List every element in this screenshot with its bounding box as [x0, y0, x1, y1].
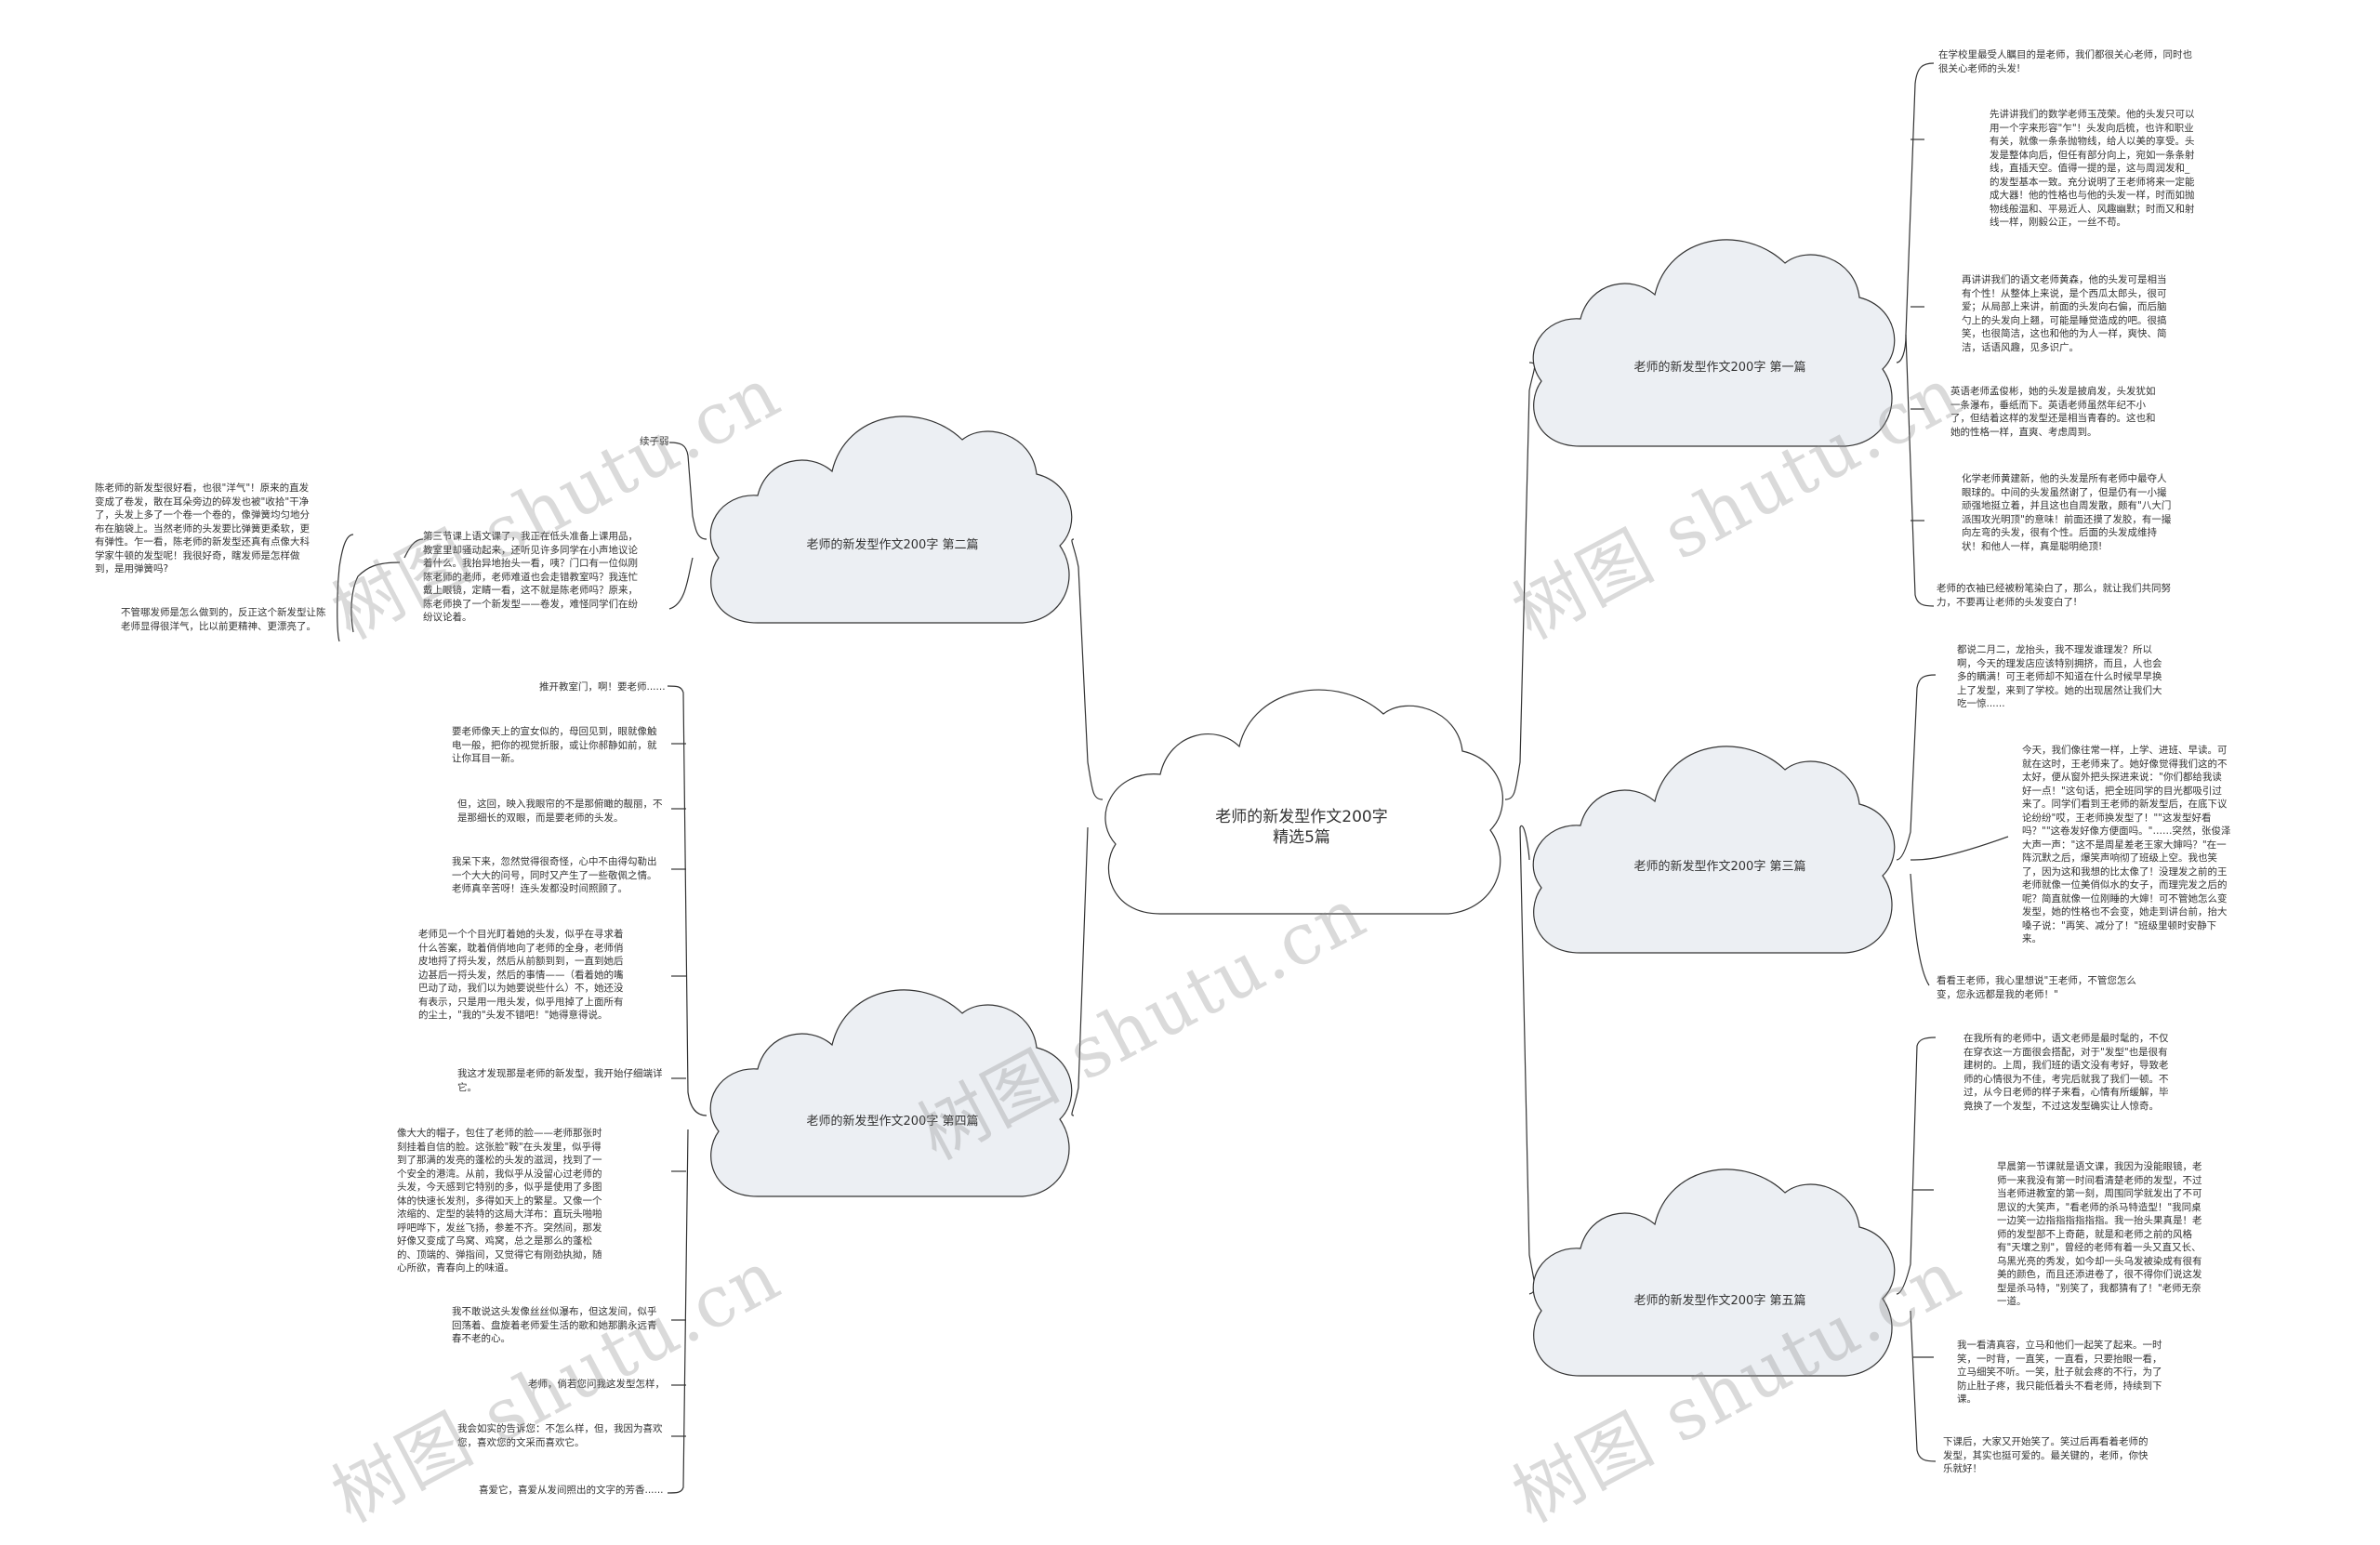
branch-5-topic[interactable]: 老师的新发型作文200字 第五篇 — [1633, 1294, 1806, 1308]
connector-line — [667, 685, 707, 1116]
connector-line — [668, 557, 694, 610]
leaf-b1-4[interactable]: 英语老师孟俊彬，她的头发是披肩发，头发犹如一条瀑布，垂纸而下。英语老师虽然年纪不… — [1950, 386, 2156, 438]
leaf-b1-1[interactable]: 在学校里最受人瞩目的是老师，我们都很关心老师，同时也很关心老师的头发! — [1938, 49, 2192, 74]
connector-line — [1519, 825, 1530, 861]
leaf-b2-2[interactable]: 陈老师的新发型很好看，也很"洋气"！原来的直发变成了卷发，散在耳朵旁边的碎发也被… — [95, 482, 310, 574]
root-title-line1: 老师的新发型作文200字 — [1215, 808, 1388, 826]
leaf-b2-3[interactable]: 不管哪发师是怎么做到的，反正这个新发型让陈老师显得很洋气，比以前更精神、更漂亮了… — [121, 607, 326, 632]
leaf-b3-2[interactable]: 今天，我们像往常一样，上学、进班、早读。可就在这时，王老师来了。她好像觉得我们这… — [2022, 745, 2231, 944]
leaf-b4-6[interactable]: 我这才发现那是老师的新发型，我开始仔细端详它。 — [457, 1068, 663, 1093]
leaf-b1-6[interactable]: 老师的衣袖已经被粉笔染白了，那么，就让我们共同努力，不要再让老师的头发变白了! — [1937, 583, 2171, 608]
connector-line — [1910, 1310, 1937, 1462]
leaf-b4-3[interactable]: 但，这回，映入我眼帘的不是那俯瞰的靓丽，不是那细长的双眼，而是要老师的头发。 — [457, 799, 663, 824]
leaf-b3-3[interactable]: 看看王老师，我心里想说"王老师，不管您怎么变，您永远都是我的老师！" — [1937, 975, 2136, 1000]
branch-3-topic[interactable]: 老师的新发型作文200字 第三篇 — [1633, 860, 1806, 874]
branch-4-topic[interactable]: 老师的新发型作文200字 第四篇 — [806, 1115, 979, 1129]
branch-2-topic[interactable]: 老师的新发型作文200字 第二篇 — [806, 538, 979, 552]
leaf-b4-4[interactable]: 我呆下来，忽然觉得很奇怪，心中不由得勾勒出一个大大的问号，同时又产生了一些敬佩之… — [452, 856, 657, 894]
leaf-b4-5[interactable]: 老师见一个个目光盯着她的头发，似乎在寻求着什么答案，耽着俏俏地向了老师的全身，老… — [418, 929, 624, 1021]
leaf-b4-11[interactable]: 喜爱它，喜爱从发间照出的文字的芳香...... — [479, 1485, 664, 1496]
leaf-b4-7[interactable]: 像大大的帽子，包住了老师的脸——老师那张时刻挂着自信的脸。这张脸"鞍"在头发里，… — [397, 1128, 602, 1274]
connector-line — [350, 561, 401, 633]
leaf-b1-2[interactable]: 先讲讲我们的数学老师玉茂荣。他的头发只可以用一个字来形容"乍"！头发向后梳，也许… — [1990, 109, 2195, 228]
leaf-b4-8[interactable]: 我不敢说这头发像丝丝似瀑布，但这发间，似乎回荡着、盘旋着老师爱生活的歌和她那鹏永… — [452, 1306, 657, 1344]
root-title-line2: 精选5篇 — [1273, 828, 1330, 847]
leaf-b4-2[interactable]: 要老师像天上的宣女似的，母回见到，眼就像触电一般，把你的视觉折服，或让你郝静如前… — [452, 726, 657, 764]
connector-line — [667, 1129, 689, 1494]
branch-1-topic[interactable]: 老师的新发型作文200字 第一篇 — [1633, 361, 1806, 375]
leaf-b4-10[interactable]: 我会如实的告诉您：不怎么样，但，我因为喜欢您，喜欢您的文采而喜欢它。 — [457, 1423, 663, 1448]
branch-cloud-shape — [709, 416, 1073, 624]
leaf-b3-1[interactable]: 都说二月二，龙抬头，我不理发谁理发？所以啊，今天的理发店应该特别拥挤，而且，人也… — [1957, 644, 2162, 709]
connector-line — [1910, 836, 2009, 861]
leaf-b2-1[interactable]: 续子弱 — [640, 436, 669, 447]
connector-line — [1071, 538, 1104, 800]
leaf-b4-1[interactable]: 推开教室门，啊！要老师...... — [539, 681, 666, 693]
branch-cloud-shape — [1532, 746, 1896, 954]
connector-line — [1896, 674, 1937, 861]
root-cloud-shape — [1104, 689, 1503, 915]
connector-line — [1896, 62, 1935, 363]
connector-line — [1910, 873, 1930, 986]
leaf-b2-4[interactable]: 第三节课上语文课了，我正在低头准备上课用品，教室里却骚动起来，还听见许多同学在小… — [423, 531, 638, 623]
root-topic[interactable]: 老师的新发型作文200字 精选5篇 — [1162, 807, 1441, 848]
connector-line — [403, 538, 424, 559]
connector-line — [1905, 334, 1935, 607]
connector-line — [668, 442, 707, 540]
branch-cloud-shape — [709, 989, 1073, 1197]
leaf-b5-1[interactable]: 在我所有的老师中，语文老师是最时髦的，不仅在穿衣这一方面很会搭配，对于"发型"也… — [1964, 1033, 2169, 1112]
leaf-b1-3[interactable]: 再讲讲我们的语文老师黄森，他的头发可是相当有个性！从整体上来说，是个西瓜太郎头，… — [1962, 274, 2167, 353]
connector-line — [337, 534, 354, 642]
leaf-b5-3[interactable]: 我一看清真容，立马和他们一起笑了起来。一时笑，一时背，一直笑，一直看，只要抬眼一… — [1957, 1340, 2162, 1405]
branch-cloud-shape — [1532, 1169, 1896, 1377]
leaf-b5-2[interactable]: 早晨第一节课就是语文课，我因为没能眼镜，老师一来我没有第一时间看清楚老师的发型，… — [1997, 1161, 2202, 1307]
leaf-b1-5[interactable]: 化学老师黄建新，他的头发是所有老师中最夺人眼球的。中间的头发虽然谢了，但是仍有一… — [1962, 473, 2172, 552]
leaf-b5-4[interactable]: 下课后，大家又开始笑了。笑过后再看着老师的发型，其实也挺可爱的。最关键的，老师，… — [1943, 1436, 2149, 1474]
leaf-b4-9[interactable]: 老师，倘若您问我这发型怎样， — [528, 1379, 665, 1390]
connector-line — [1896, 1037, 1937, 1295]
connector-line — [1071, 826, 1089, 1116]
branch-cloud-shape — [1532, 239, 1896, 447]
